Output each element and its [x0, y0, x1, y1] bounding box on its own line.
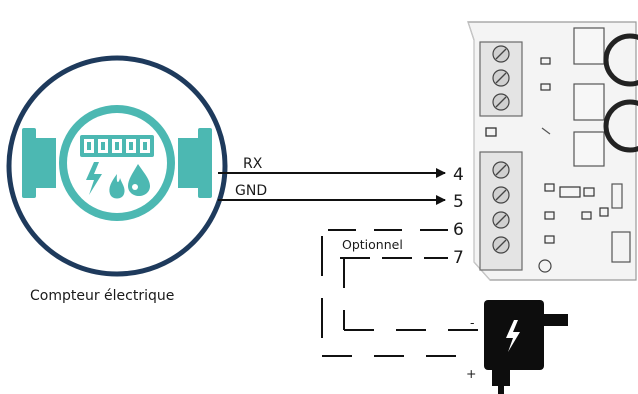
upper-terminal-block: [479, 41, 523, 117]
optional-label: Optionnel: [342, 237, 403, 252]
minus-label: -: [470, 315, 475, 330]
pin-7: 7: [453, 248, 464, 268]
pin-6: 6: [453, 220, 464, 240]
gnd-label: GND: [235, 183, 267, 199]
meter-caption: Compteur électrique: [30, 288, 175, 304]
power-adapter: [484, 300, 568, 394]
pin-4: 4: [453, 165, 464, 185]
lightning-icon: [506, 320, 520, 352]
meter-graphic: [6, 55, 228, 277]
optional-wiring: [321, 229, 480, 358]
terminal-block-board: [467, 21, 638, 281]
plus-label: +: [466, 366, 476, 381]
lower-terminal-block: [479, 151, 523, 271]
rx-label: RX: [243, 156, 263, 172]
utility-meter-icon: [22, 105, 212, 221]
pin-5: 5: [453, 192, 464, 212]
